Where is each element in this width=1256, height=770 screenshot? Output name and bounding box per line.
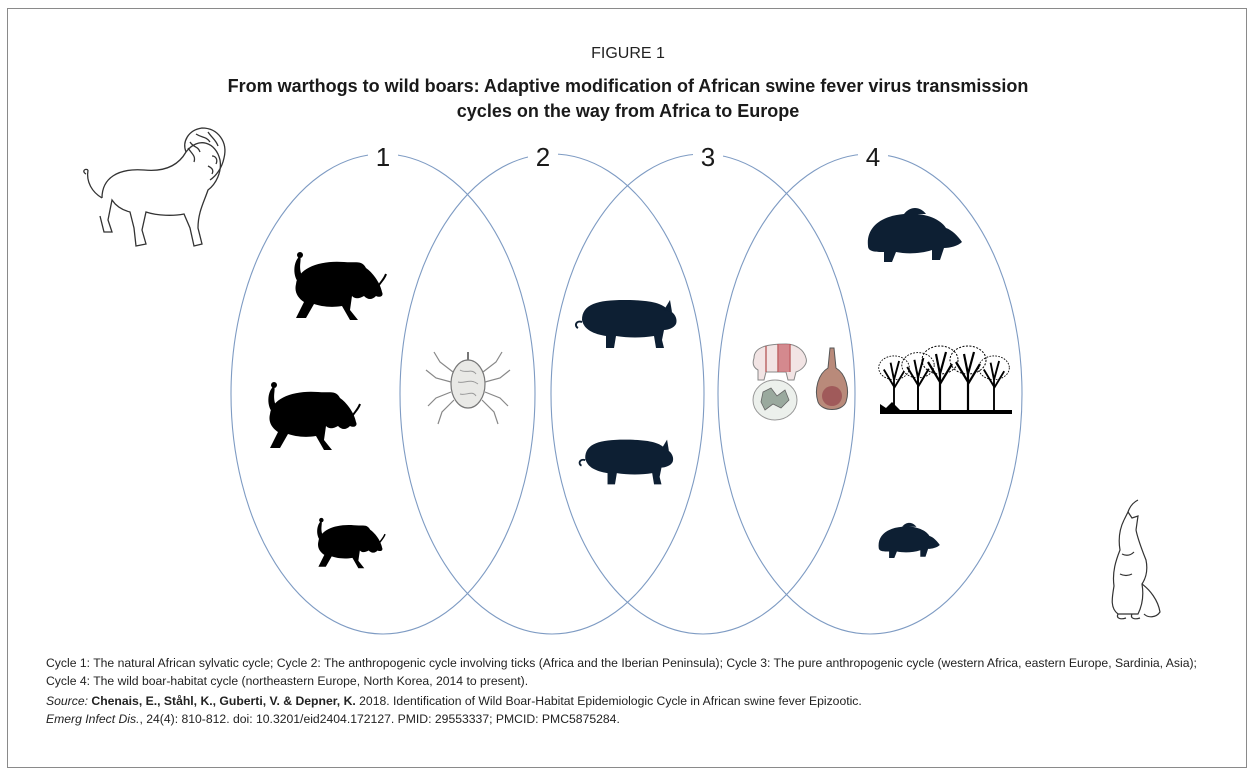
warthog-silhouette [268, 382, 360, 450]
figure-source: Source: Chenais, E., Ståhl, K., Guberti,… [46, 692, 1216, 728]
wild-boar-silhouette [879, 523, 940, 558]
tick-illustration [426, 352, 510, 424]
cycle-ellipse-3 [551, 154, 855, 634]
figure-caption: Cycle 1: The natural African sylvatic cy… [46, 654, 1216, 690]
source-prefix: Source: [46, 694, 88, 708]
domestic-pig-silhouette [580, 440, 674, 485]
domestic-pig-silhouette [576, 300, 677, 348]
cycle-number-2: 2 [536, 142, 550, 172]
source-authors: Chenais, E., Ståhl, K., Guberti, V. & De… [91, 694, 355, 708]
lion-sketch [84, 128, 225, 246]
warthog-silhouette [294, 252, 386, 320]
cycle-number-1: 1 [376, 142, 390, 172]
wild-boar-silhouette [868, 208, 962, 262]
meat-dish [753, 380, 797, 420]
source-title: 2018. Identification of Wild Boar-Habita… [356, 694, 862, 708]
forest-silhouette [879, 346, 1012, 414]
warthog-silhouette [317, 518, 385, 568]
ham-leg [816, 348, 847, 410]
howling-wolf-sketch [1112, 500, 1160, 619]
cycle-number-4: 4 [866, 142, 880, 172]
source-journal: Emerg Infect Dis. [46, 712, 139, 726]
pork-cuts-chart [753, 344, 806, 380]
cycle-number-3: 3 [701, 142, 715, 172]
source-details: , 24(4): 810-812. doi: 10.3201/eid2404.1… [139, 712, 619, 726]
